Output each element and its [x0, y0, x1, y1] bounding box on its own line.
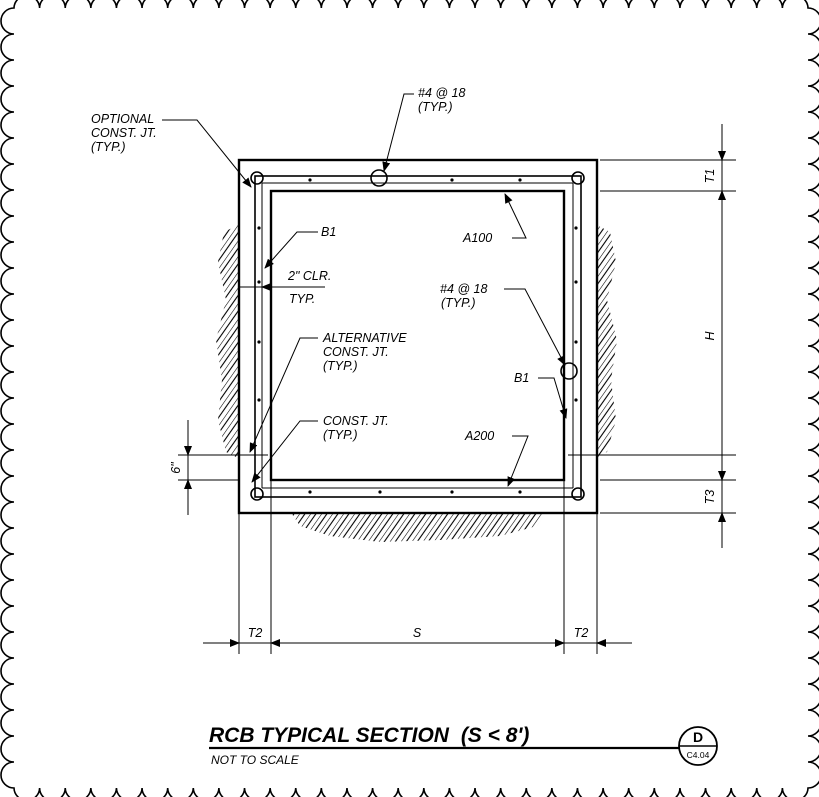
const-joint-label-1: CONST. JT. [323, 414, 389, 428]
title-block: RCB TYPICAL SECTION (S < 8') NOT TO SCAL… [209, 724, 718, 767]
title-condition: (S < 8') [461, 724, 530, 747]
alt-joint-label-3: (TYP.) [323, 359, 358, 373]
drawing-title: RCB TYPICAL SECTION (S < 8') [209, 724, 529, 747]
detail-letter: D [693, 729, 703, 745]
box-culvert [237, 158, 599, 515]
dim-t1-label: T1 [703, 169, 717, 184]
b1-right-label: B1 [514, 371, 529, 385]
dim-h-label: H [703, 331, 717, 341]
optional-joint-label-2: CONST. JT. [91, 126, 157, 140]
rebar-top-label-1: #4 @ 18 [418, 86, 465, 100]
clearance-typ-label: TYP. [289, 292, 315, 306]
not-to-scale-label: NOT TO SCALE [211, 753, 300, 767]
title-main: RCB TYPICAL SECTION [209, 724, 450, 747]
rebar-right-label-2: (TYP.) [441, 296, 476, 310]
dim-t3-label: T3 [703, 490, 717, 505]
dim-t2-right-label: T2 [574, 626, 589, 640]
const-joint-label-2: (TYP.) [323, 428, 358, 442]
optional-joint-label-3: (TYP.) [91, 140, 126, 154]
dimension-lines [178, 124, 736, 654]
b1-left-label: B1 [321, 225, 336, 239]
rebar-top-label-2: (TYP.) [418, 100, 453, 114]
alt-joint-label-1: ALTERNATIVE [322, 331, 407, 345]
alt-joint-label-2: CONST. JT. [323, 345, 389, 359]
optional-joint-label-1: OPTIONAL [91, 112, 154, 126]
rebar-right-label-1: #4 @ 18 [440, 282, 487, 296]
a200-label: A200 [464, 429, 494, 443]
six-inch-label: 6" [169, 462, 183, 474]
leader-lines [162, 93, 568, 487]
detail-sheet: C4.04 [687, 750, 710, 760]
soil-hatching [216, 225, 617, 542]
dim-s-label: S [413, 626, 422, 640]
clearance-label: 2" CLR. [287, 269, 331, 283]
detail-bubble: D C4.04 [678, 726, 718, 766]
dim-t2-left-label: T2 [248, 626, 263, 640]
a100-label: A100 [462, 231, 492, 245]
